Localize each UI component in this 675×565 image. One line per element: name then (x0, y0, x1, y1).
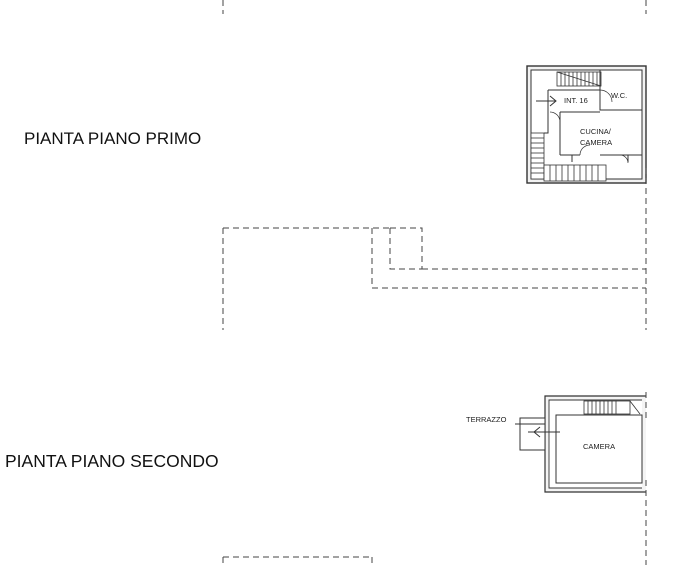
second-room-inner (555, 414, 643, 484)
railing-top (583, 400, 641, 415)
entrance-arrow (536, 95, 557, 107)
terrace-outline (515, 417, 546, 451)
room-label-cucina: CUCINA/ (580, 127, 612, 136)
unit-inner-wall (530, 69, 643, 180)
staircase-top (556, 71, 602, 87)
interior-partitions (544, 70, 642, 162)
dashed-boundary-bottom (222, 392, 647, 565)
floor-title-first: PIANTA PIANO PRIMO (24, 129, 202, 148)
room-label-camera-second: CAMERA (583, 442, 615, 451)
staircase-bottom (543, 164, 607, 182)
room-label-camera-first: CAMERA (580, 138, 612, 147)
room-label-int: INT. 16 (564, 96, 588, 105)
room-label-terrazzo: TERRAZZO (466, 415, 507, 424)
entrance-arrow-second (528, 426, 560, 438)
room-label-wc: W.C. (611, 91, 627, 100)
dashed-boundary-top (222, 0, 647, 14)
door-swings (549, 89, 629, 164)
dashed-footprint (222, 227, 646, 330)
floor-title-second: PIANTA PIANO SECONDO (5, 451, 219, 471)
first-floor-unit (526, 65, 647, 184)
second-floor-unit (515, 395, 646, 493)
staircase-left (530, 132, 545, 180)
